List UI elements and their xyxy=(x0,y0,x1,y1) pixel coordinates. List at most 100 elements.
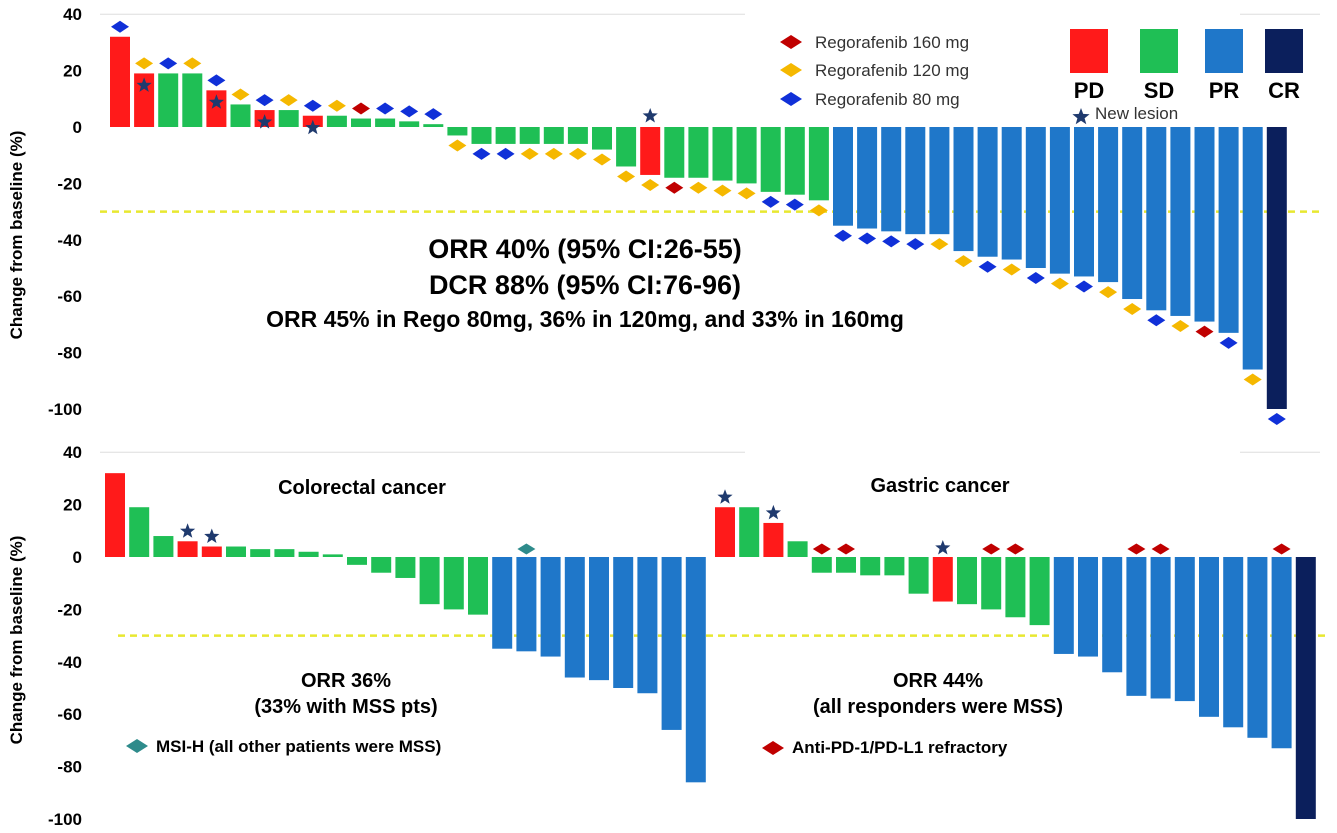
waterfall-bar xyxy=(736,127,757,184)
pd1-refractory-marker xyxy=(1127,543,1146,555)
waterfall-bar xyxy=(347,557,367,565)
y-axis-label: Change from baseline (%) xyxy=(7,131,26,340)
waterfall-bar xyxy=(640,127,661,175)
dose-marker xyxy=(954,255,973,268)
dose-marker xyxy=(303,99,322,112)
waterfall-bar xyxy=(540,557,561,657)
dose-marker xyxy=(1267,413,1286,425)
y-tick-label: -80 xyxy=(57,344,82,363)
dose-orr-annotation: ORR 45% in Rego 80mg, 36% in 120mg, and … xyxy=(266,306,904,332)
waterfall-bar xyxy=(808,127,829,201)
top-bars xyxy=(110,20,1287,425)
waterfall-bar xyxy=(1053,557,1074,654)
dose-marker xyxy=(834,229,852,242)
dose-marker xyxy=(593,153,611,166)
waterfall-bar xyxy=(105,473,125,557)
dose-marker xyxy=(279,94,298,107)
waterfall-bar xyxy=(298,551,319,557)
y-tick-label: -100 xyxy=(48,400,82,419)
dose-marker xyxy=(1026,272,1045,284)
waterfall-bar xyxy=(1098,127,1119,283)
waterfall-bar xyxy=(739,507,760,557)
waterfall-bar xyxy=(201,546,222,557)
new-lesion-star xyxy=(765,504,781,520)
pd1-legend-label: Anti-PD-1/PD-L1 refractory xyxy=(792,738,1008,757)
y-tick-label: 40 xyxy=(63,5,82,24)
dose-marker xyxy=(882,235,901,248)
waterfall-bar xyxy=(326,115,347,127)
dose-marker xyxy=(785,198,804,211)
colorectal-orr: ORR 36% xyxy=(301,670,391,692)
new-lesion-star xyxy=(204,528,220,543)
dose-marker xyxy=(1219,336,1238,349)
legend-dose-label: Regorafenib 160 mg xyxy=(815,33,969,52)
legend-diamond-icon xyxy=(780,35,802,49)
dose-marker xyxy=(159,57,178,70)
new-lesion-star xyxy=(935,540,951,555)
y-tick-label: -100 xyxy=(48,810,82,829)
waterfall-bar xyxy=(833,127,853,226)
waterfall-bar xyxy=(153,536,174,557)
y-tick-label: 20 xyxy=(63,62,82,81)
msi-h-marker xyxy=(517,543,536,555)
waterfall-bar xyxy=(685,557,706,783)
waterfall-bar xyxy=(1102,557,1123,673)
waterfall-bar xyxy=(158,73,179,127)
y-tick-label: -20 xyxy=(57,174,82,193)
new-lesion-star xyxy=(257,114,273,129)
waterfall-bar xyxy=(592,127,612,150)
dose-marker xyxy=(761,195,780,208)
dose-marker xyxy=(1123,303,1142,316)
waterfall-bar xyxy=(589,557,609,681)
waterfall-bar xyxy=(1271,557,1292,749)
waterfall-bar xyxy=(443,557,464,610)
waterfall-bar xyxy=(110,36,130,128)
waterfall-bar xyxy=(1218,127,1239,333)
dose-marker xyxy=(568,147,587,160)
waterfall-bar xyxy=(468,557,488,615)
dose-marker xyxy=(544,147,563,160)
waterfall-bar xyxy=(1295,557,1316,819)
pd1-refractory-marker xyxy=(982,543,1001,555)
waterfall-bar xyxy=(1266,127,1287,409)
waterfall-bar xyxy=(419,557,440,605)
dose-marker xyxy=(255,94,274,107)
waterfall-bar xyxy=(423,124,444,127)
waterfall-bar xyxy=(787,541,808,557)
legend-dose-label: Regorafenib 120 mg xyxy=(815,61,969,80)
waterfall-bar xyxy=(664,127,685,178)
gastric-orr: ORR 44% xyxy=(893,670,983,692)
dose-marker xyxy=(930,238,949,251)
dose-marker xyxy=(641,178,660,191)
y-tick-label: -60 xyxy=(57,705,82,724)
waterfall-bar xyxy=(274,549,295,557)
y-tick-label: -80 xyxy=(57,758,82,777)
dose-marker xyxy=(472,147,491,160)
y-tick-label: 0 xyxy=(73,118,82,137)
orr-annotation: ORR 40% (95% CI:26-55) xyxy=(428,234,742,264)
dose-marker xyxy=(183,57,202,70)
y-tick-label: -40 xyxy=(57,231,82,250)
legend-response-label: PR xyxy=(1209,78,1240,103)
dose-marker xyxy=(327,99,346,112)
waterfall-bar xyxy=(616,127,637,167)
waterfall-bar xyxy=(905,127,926,235)
y-tick-label: 0 xyxy=(73,548,82,567)
pd1-refractory-marker xyxy=(1006,543,1025,555)
colorectal-orr-note: (33% with MSS pts) xyxy=(254,696,437,718)
dose-marker xyxy=(1099,286,1118,299)
dose-marker xyxy=(207,74,226,87)
dose-marker xyxy=(400,105,419,118)
pd1-legend-diamond-icon xyxy=(762,741,784,755)
new-lesion-star xyxy=(305,119,321,135)
dose-marker xyxy=(376,102,395,115)
y-tick-label: -40 xyxy=(57,653,82,672)
waterfall-bar xyxy=(206,90,227,127)
legend-diamond-icon xyxy=(780,92,802,106)
dose-marker xyxy=(1195,325,1214,338)
new-lesion-star xyxy=(717,489,733,504)
